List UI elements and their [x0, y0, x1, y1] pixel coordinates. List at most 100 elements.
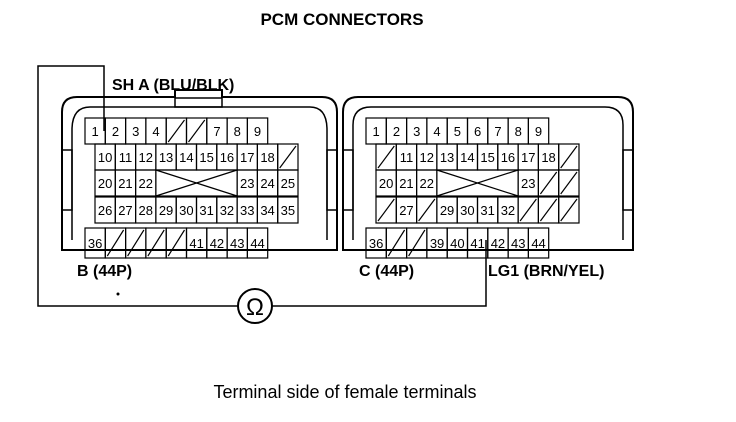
terminal-number: 2 [112, 124, 119, 139]
terminal-number: 32 [220, 203, 234, 218]
terminal-number: 10 [98, 150, 112, 165]
unused-terminal-slash [167, 229, 186, 257]
unused-terminal-slash [279, 145, 297, 169]
terminal-number: 29 [440, 203, 454, 218]
terminal-number: 14 [460, 150, 474, 165]
terminal-number: 7 [213, 124, 220, 139]
terminal-number: 11 [400, 150, 414, 165]
unused-terminal-slash [377, 198, 395, 222]
terminal-number: 16 [501, 150, 515, 165]
terminal-number: 43 [230, 236, 244, 251]
unused-terminal-slash [418, 198, 436, 222]
terminal-number: 23 [521, 176, 535, 191]
terminal-number: 28 [139, 203, 153, 218]
terminal-number: 18 [541, 150, 555, 165]
connector-b-label: B (44P) [77, 263, 132, 280]
blank-block-cross [436, 169, 519, 197]
terminal-number: 42 [491, 236, 505, 251]
terminal-number: 43 [511, 236, 525, 251]
unused-terminal-slash [519, 198, 537, 222]
terminal-number: 36 [88, 236, 102, 251]
connector-c-latch-left [343, 149, 354, 211]
terminal-number: 21 [399, 176, 413, 191]
connector-b-latch-left [62, 149, 73, 211]
unused-terminal-slash [560, 145, 578, 169]
connector-c [342, 96, 634, 251]
terminal-number: 9 [254, 124, 261, 139]
unused-terminal-slash [147, 229, 165, 257]
terminal-number: 7 [494, 124, 501, 139]
terminal-number: 16 [220, 150, 234, 165]
terminal-number: 12 [139, 150, 153, 165]
terminal-number: 13 [440, 150, 454, 165]
terminal-cell [558, 196, 580, 224]
terminal-number: 32 [501, 203, 515, 218]
terminal-number: 41 [470, 236, 484, 251]
unused-terminal-slash [127, 229, 145, 257]
ohmmeter-circuit [37, 65, 487, 324]
terminal-number: 20 [379, 176, 393, 191]
unused-terminal-slash [387, 229, 406, 257]
terminal-number: 41 [189, 236, 203, 251]
terminal-number: 13 [159, 150, 173, 165]
connector-b-housing [61, 89, 338, 251]
terminal-cell [246, 227, 269, 259]
terminal-number: 17 [521, 150, 535, 165]
connector-c-inner [352, 106, 624, 240]
terminal-number: 14 [179, 150, 193, 165]
terminal-number: 27 [118, 203, 132, 218]
connector-b-key [174, 97, 223, 108]
dot-mark [116, 292, 120, 296]
terminal-number: 8 [234, 124, 241, 139]
terminal-number: 26 [98, 203, 112, 218]
terminal-cell [277, 169, 299, 197]
unused-terminal-slash [560, 171, 578, 195]
terminal-number: 30 [460, 203, 474, 218]
diagram-title: PCM CONNECTORS [260, 10, 423, 29]
unused-terminal-slash [539, 198, 558, 222]
blank-block-cross [155, 169, 238, 197]
terminal-number: 11 [119, 150, 133, 165]
unused-terminal-slash [106, 229, 125, 257]
terminal-number: 9 [535, 124, 542, 139]
terminal-number: 35 [281, 203, 295, 218]
caption: Terminal side of female terminals [213, 382, 476, 402]
ohm-icon: Ω [246, 294, 264, 321]
terminal-number: 3 [132, 124, 139, 139]
terminal-number: 4 [152, 124, 159, 139]
terminal-number: 12 [420, 150, 434, 165]
terminal-number: 44 [531, 236, 545, 251]
wire-label-sh-a: SH A (BLU/BLK) [112, 77, 234, 94]
terminal-number: 40 [450, 236, 464, 251]
terminal-number: 1 [373, 124, 380, 139]
terminal-number: 4 [433, 124, 440, 139]
terminal-number: 6 [474, 124, 481, 139]
probe-lead-right [272, 240, 487, 307]
terminal-number: 5 [454, 124, 461, 139]
terminal-number: 3 [413, 124, 420, 139]
connector-c-housing [342, 96, 634, 251]
unused-terminal-slash [167, 119, 185, 143]
terminal-number: 17 [240, 150, 254, 165]
terminal-number: 18 [260, 150, 274, 165]
terminal-number: 20 [98, 176, 112, 191]
terminal-cell [277, 196, 299, 224]
terminal-number: 21 [118, 176, 132, 191]
terminal-number: 29 [159, 203, 173, 218]
terminal-number: 15 [199, 150, 213, 165]
connector-b [61, 89, 338, 251]
wire-label-lg1: LG1 (BRN/YEL) [488, 263, 604, 280]
terminal-number: 31 [480, 203, 494, 218]
terminal-number: 1 [92, 124, 99, 139]
terminal-number: 39 [430, 236, 444, 251]
unused-terminal-slash [408, 229, 426, 257]
unused-terminal-slash [539, 171, 558, 195]
terminal-number: 23 [240, 176, 254, 191]
unused-terminal-slash [377, 145, 395, 169]
connector-c-label: C (44P) [359, 263, 414, 280]
terminal-number: 44 [250, 236, 264, 251]
probe-lead-left [37, 65, 238, 307]
terminal-number: 8 [515, 124, 522, 139]
